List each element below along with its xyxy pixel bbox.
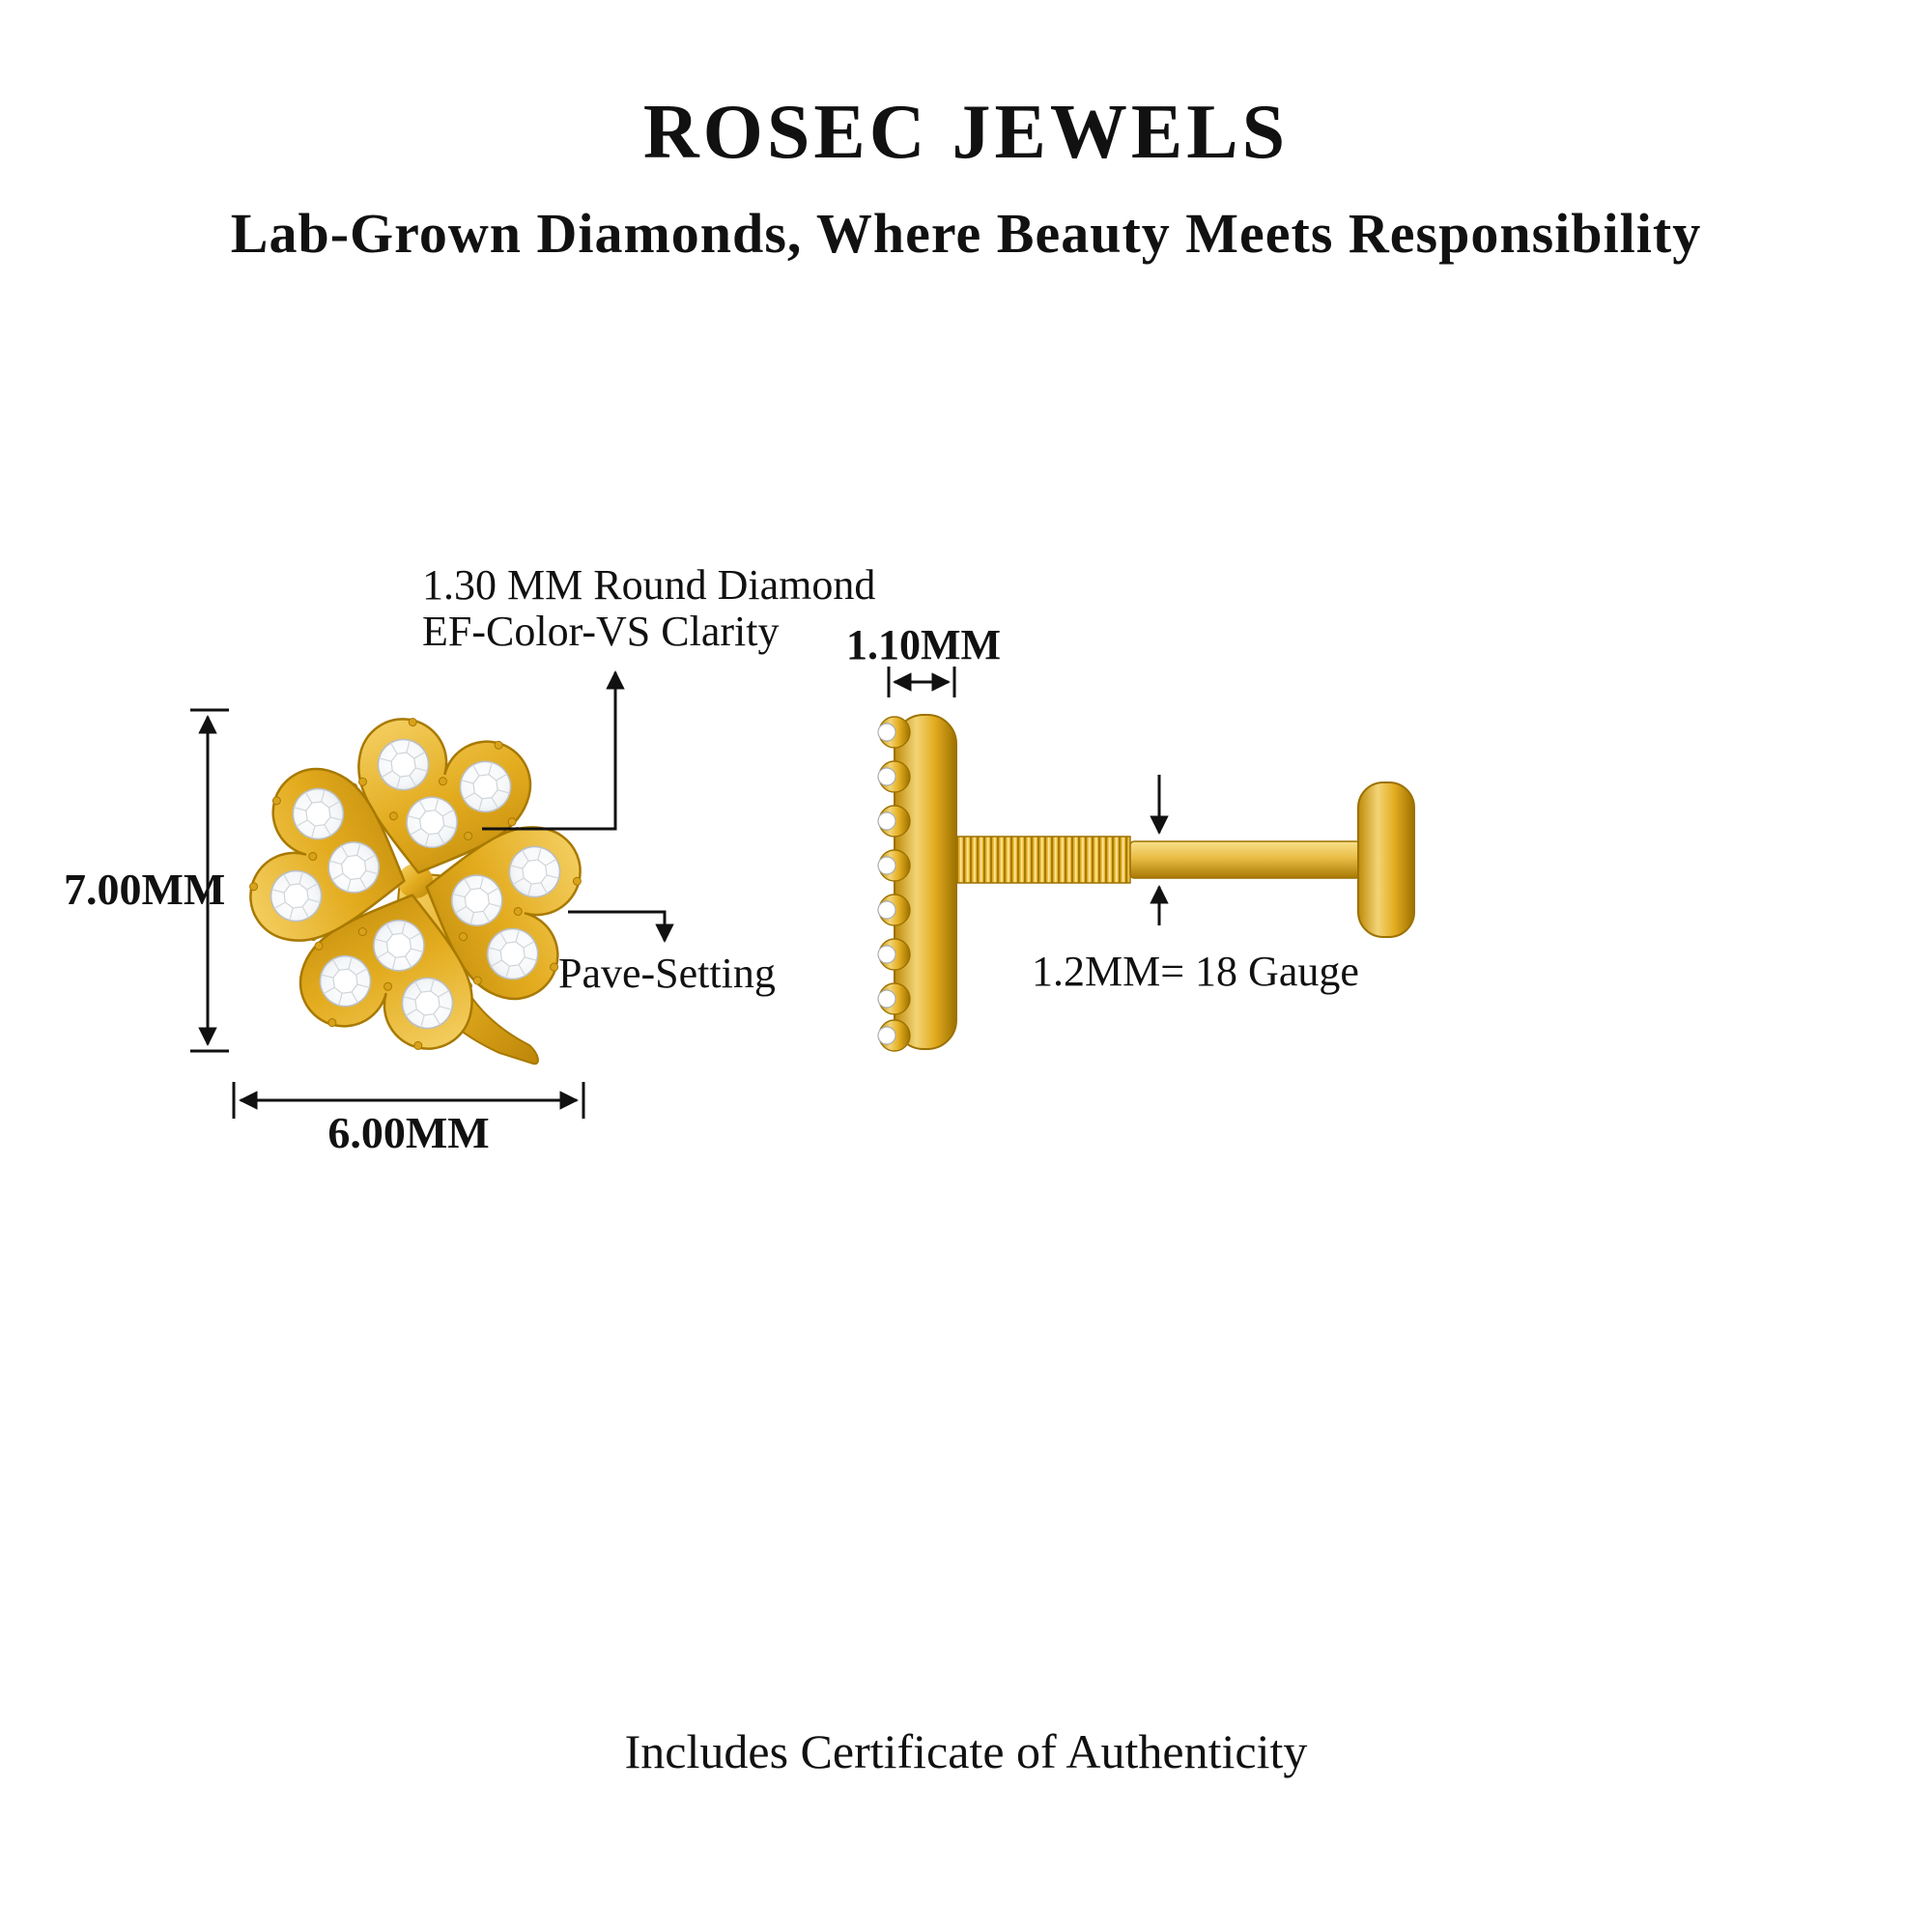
clover-center xyxy=(398,864,433,898)
diamond-spec-line2: EF-Color-VS Clarity xyxy=(422,608,780,655)
earring-side-view xyxy=(877,714,1415,1052)
diamond-spec-line1: 1.30 MM Round Diamond xyxy=(422,561,876,609)
post-gauge-label: 1.2MM= 18 Gauge xyxy=(1032,948,1359,995)
height-dimension xyxy=(190,708,229,1053)
flat-back-disc xyxy=(1357,781,1415,938)
pave-setting-label: Pave-Setting xyxy=(558,950,776,997)
width-dimension-label: 6.00MM xyxy=(327,1108,490,1157)
brand-title: ROSEC JEWELS xyxy=(642,90,1290,175)
clover-profile xyxy=(877,714,957,1052)
post-bar xyxy=(1129,840,1361,879)
brand-tagline: Lab-Grown Diamonds, Where Beauty Meets R… xyxy=(230,202,1702,265)
width-dimension xyxy=(232,1082,585,1119)
pave-note-leader xyxy=(568,910,674,943)
diamond-note-leader xyxy=(482,670,625,831)
threaded-post-section xyxy=(955,836,1131,884)
height-dimension-label: 7.00MM xyxy=(64,865,226,914)
profile-width-dimension xyxy=(887,667,956,697)
certificate-note: Includes Certificate of Authenticity xyxy=(624,1724,1308,1778)
side-pave-stones xyxy=(877,723,896,1045)
dimension-lines xyxy=(190,667,1169,1119)
clover-front-view xyxy=(239,707,592,1065)
profile-width-label: 1.10MM xyxy=(845,621,1002,668)
